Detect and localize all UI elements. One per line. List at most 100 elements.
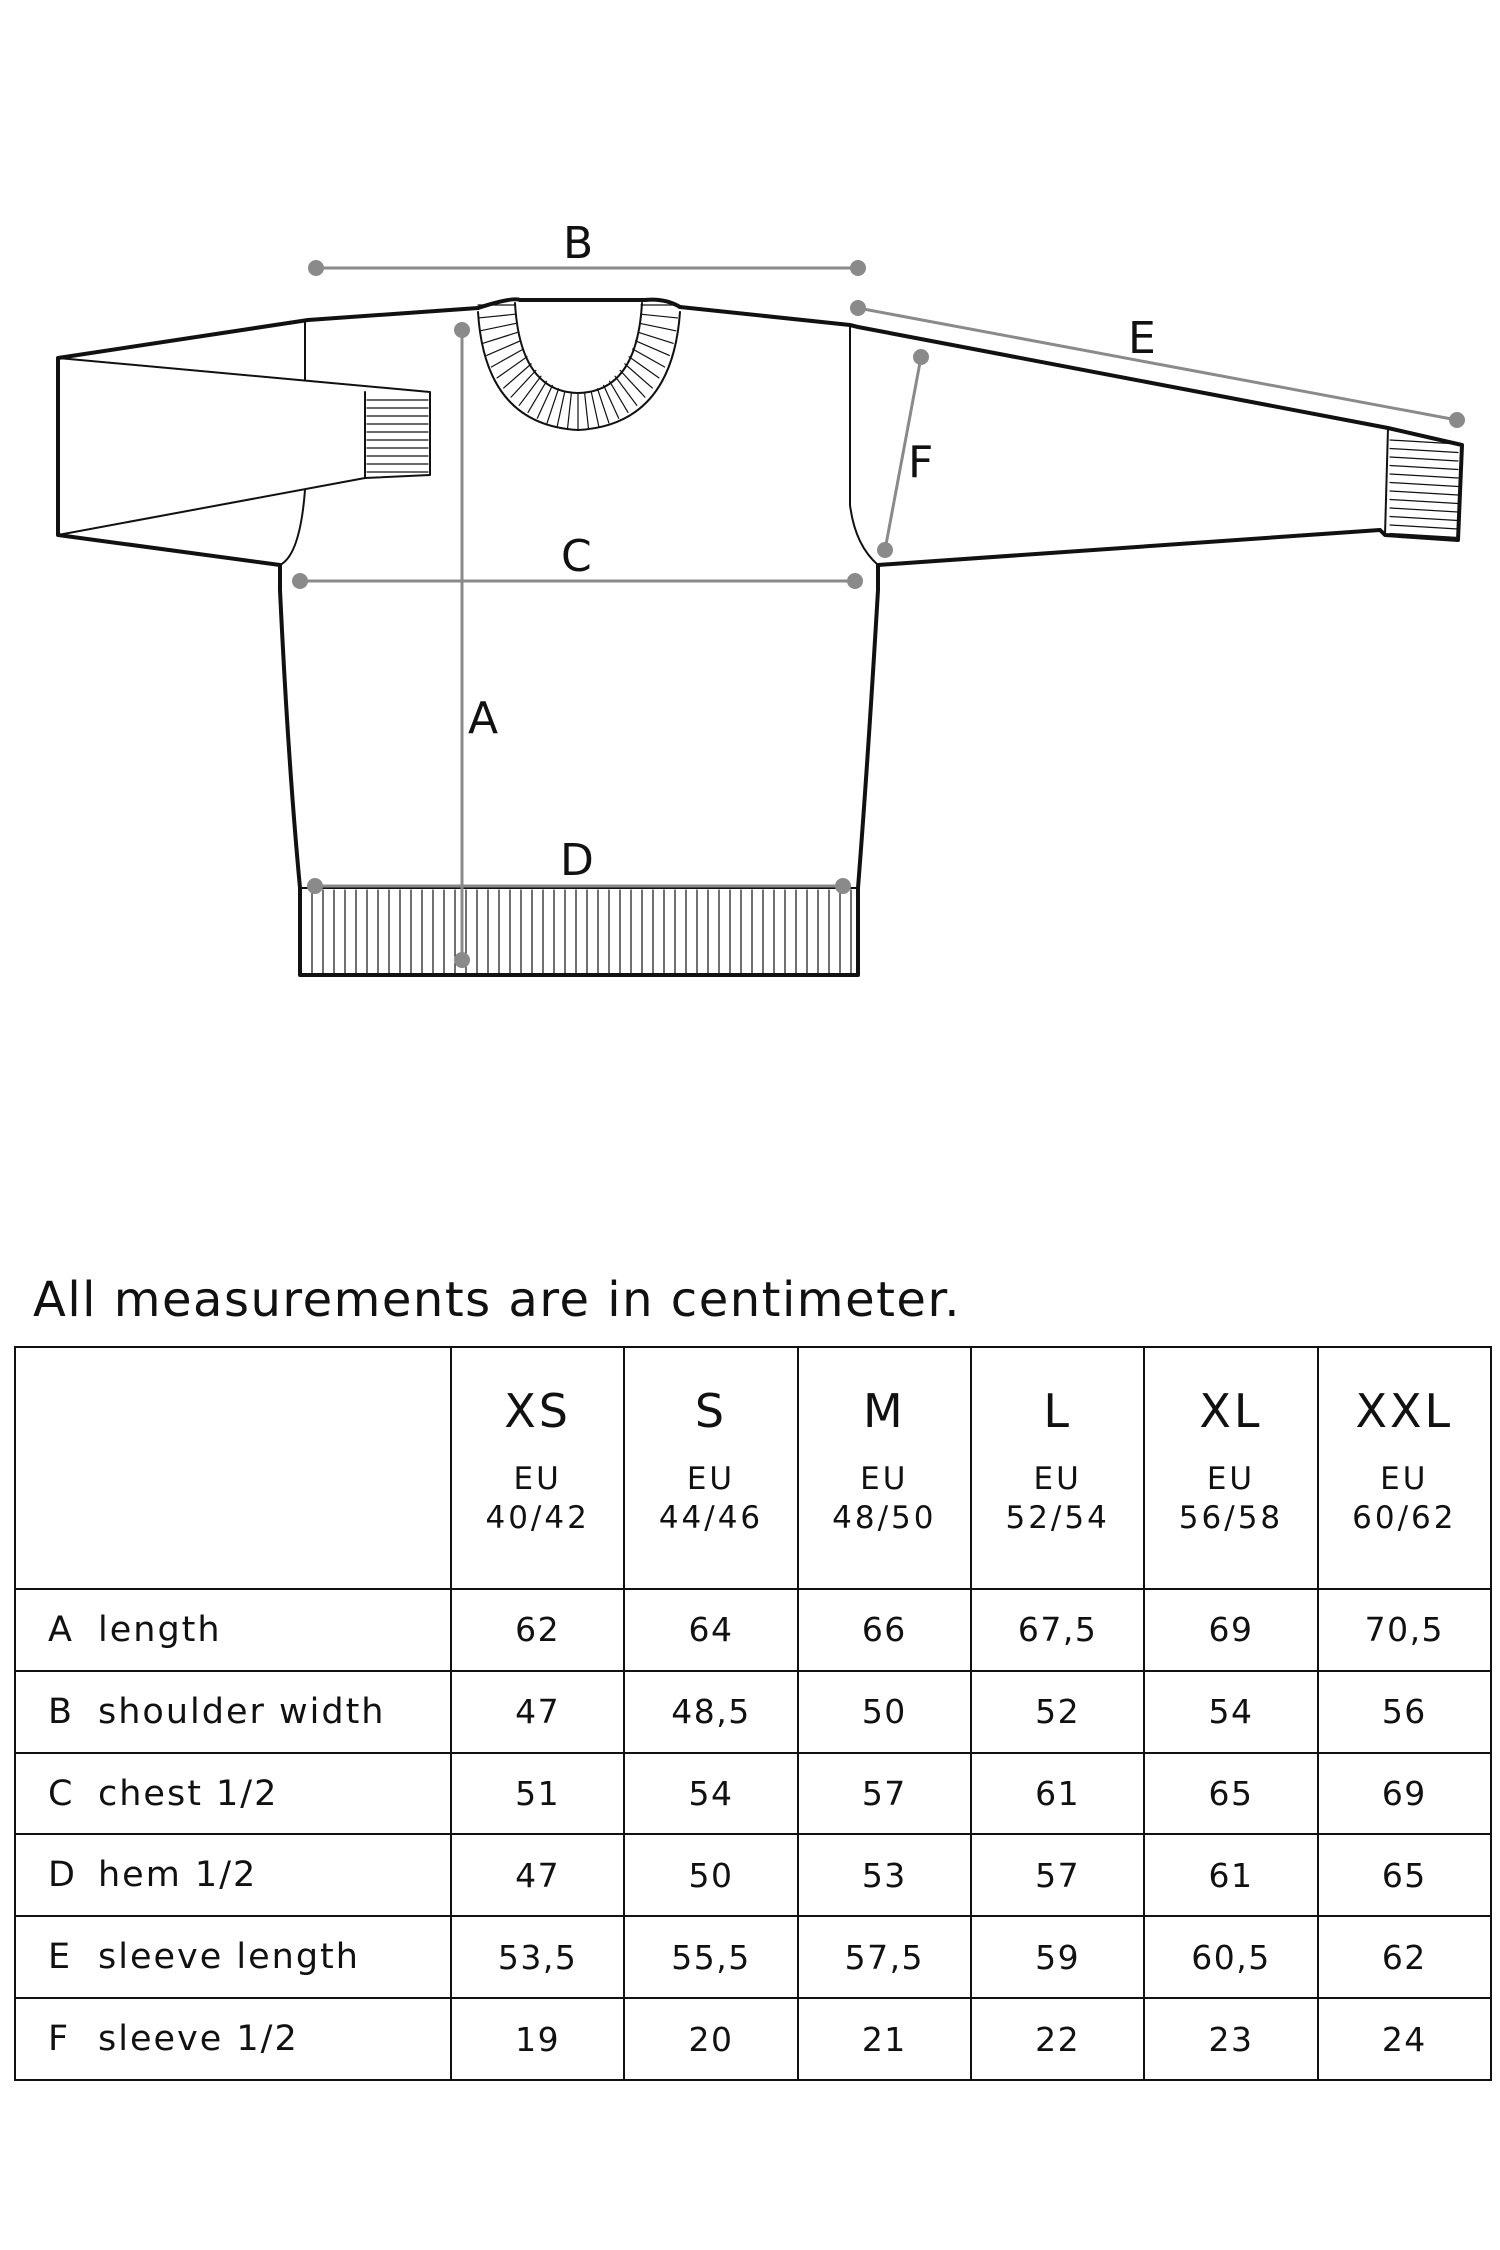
- table-cell: 70,5: [1316, 1588, 1493, 1672]
- right-cuff-line: [1384, 427, 1389, 536]
- rib-line: [1389, 481, 1459, 488]
- size-name: XS: [504, 1384, 572, 1438]
- table-cell: 69: [1143, 1588, 1319, 1672]
- table-cell: 54: [1143, 1669, 1319, 1754]
- rib-line: [1389, 507, 1459, 513]
- table-cell: 22: [969, 1997, 1146, 2081]
- rib-line: [566, 391, 573, 429]
- label-c: C: [561, 531, 592, 582]
- measure-dot: [835, 878, 851, 894]
- table-cell: 50: [796, 1669, 972, 1754]
- measurement-lines: [292, 260, 1465, 968]
- table-cell: 19: [449, 1997, 626, 2081]
- table-cell: 53: [796, 1833, 972, 1918]
- table-cell: 24: [1316, 1997, 1493, 2081]
- collar-inner: [514, 302, 643, 394]
- label-a: A: [468, 693, 498, 744]
- dimension-labels: B E F C A D: [468, 218, 1156, 886]
- table-cell: 21: [796, 1997, 972, 2081]
- rib-line: [546, 388, 560, 424]
- table-cell: 50: [623, 1833, 799, 1918]
- label-f: F: [908, 437, 933, 488]
- rib-line: [490, 348, 525, 368]
- rib-line: [479, 322, 517, 332]
- rib-line: [590, 390, 600, 427]
- table-cell: 47: [449, 1669, 626, 1754]
- measure-dot: [292, 573, 308, 589]
- collar-ribs: [477, 304, 679, 430]
- table-cell: 61: [969, 1751, 1146, 1836]
- size-name: XL: [1199, 1384, 1263, 1438]
- sweater-diagram: B E F C A D: [56, 218, 1465, 977]
- rib-line: [603, 384, 620, 419]
- measure-dot: [877, 542, 893, 558]
- rib-line: [556, 390, 566, 427]
- size-name: S: [694, 1384, 728, 1438]
- measurement-note: All measurements are in centimeter.: [33, 1272, 962, 1328]
- table-cell: 64: [623, 1588, 799, 1672]
- rib-line: [1389, 439, 1459, 445]
- left-sleeve-fold: [57, 357, 431, 536]
- table-cell: 66: [796, 1588, 972, 1672]
- rib-line: [1389, 532, 1459, 539]
- rib-line: [1389, 464, 1459, 471]
- rib-line: [608, 380, 629, 413]
- table-cell: 52: [969, 1669, 1146, 1754]
- table-cell: 53,5: [449, 1915, 626, 2000]
- rib-line: [482, 331, 519, 344]
- table-cell: 20: [623, 1997, 799, 2081]
- table-cell: 59: [969, 1915, 1146, 2000]
- rib-line: [536, 384, 553, 419]
- measure-dot: [454, 322, 470, 338]
- rib-line: [624, 363, 653, 389]
- rib-line: [640, 313, 679, 319]
- table-cell: 47: [449, 1833, 626, 1918]
- label-d: D: [560, 835, 594, 886]
- sweater-outline: [56, 297, 1464, 977]
- label-b: B: [563, 218, 593, 269]
- table-cell: 23: [1143, 1997, 1319, 2081]
- measure-dot: [847, 573, 863, 589]
- table-cell: 65: [1143, 1751, 1319, 1836]
- left-cuff-ribs: [366, 399, 429, 473]
- rib-line: [518, 375, 542, 406]
- rib-line: [477, 313, 516, 319]
- neckline-outer: [476, 297, 682, 310]
- size-name: L: [1043, 1384, 1072, 1438]
- label-e: E: [1128, 313, 1156, 364]
- rib-line: [639, 322, 677, 332]
- rib-line: [527, 380, 548, 413]
- table-cell: 62: [1316, 1915, 1493, 2000]
- rib-line: [1389, 447, 1459, 454]
- measure-dot: [913, 349, 929, 365]
- size-name: XXL: [1355, 1384, 1454, 1438]
- rib-line: [583, 391, 590, 429]
- rib-line: [614, 375, 638, 406]
- measure-dot: [1449, 412, 1465, 428]
- table-cell: 57,5: [796, 1915, 972, 2000]
- measure-line-e: [857, 306, 1458, 422]
- rib-line: [1389, 456, 1459, 462]
- rib-line: [1389, 473, 1459, 479]
- table-cell: 57: [796, 1751, 972, 1836]
- hem-ribs: [311, 889, 852, 974]
